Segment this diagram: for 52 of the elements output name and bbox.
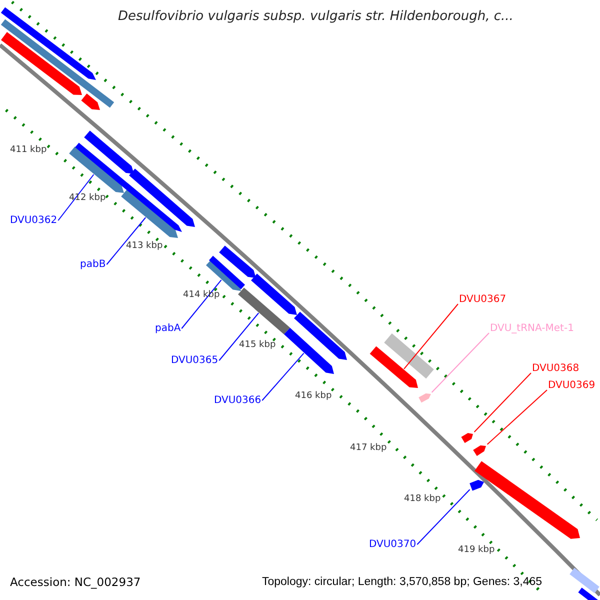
gene-label: pabA: [155, 323, 181, 334]
gene-feature: [418, 393, 431, 403]
scale-label: 417 kbp: [350, 444, 387, 454]
gene-feature: [238, 288, 290, 334]
leader-line: [474, 372, 532, 432]
accession-text: Accession: NC_002937: [10, 576, 141, 589]
leader-line: [181, 279, 222, 329]
gene-feature: [69, 146, 124, 193]
gene-label: pabB: [80, 259, 106, 270]
gene-feature: [0, 7, 96, 80]
gene-feature: [461, 433, 473, 443]
leader-line: [106, 217, 146, 265]
gene-label: DVU0366: [214, 395, 262, 406]
gene-feature: [84, 130, 134, 174]
gene-feature: [219, 246, 256, 278]
gene-feature: [470, 480, 484, 491]
scale-label: 418 kbp: [404, 495, 441, 505]
gene-feature: [473, 445, 486, 456]
gene-feature: [251, 274, 297, 315]
scale-label: 411 kbp: [10, 146, 47, 156]
scale-label: 419 kbp: [458, 546, 495, 556]
map-title: Desulfovibrio vulgaris subsp. vulgaris str. Hildenborough, c...: [118, 10, 514, 24]
gene-feature: [384, 333, 434, 379]
gene-feature: [474, 461, 580, 539]
gene-feature: [284, 328, 334, 374]
gene-label: DVU0369: [548, 380, 596, 391]
gene-feature: [0, 19, 114, 108]
scale-label: 415 kbp: [239, 341, 276, 351]
gene-label: DVU0370: [369, 539, 416, 550]
leader-line: [486, 390, 548, 445]
gene-label: DVU0365: [171, 355, 218, 366]
leader-line: [431, 332, 490, 393]
leader-line: [262, 352, 304, 401]
scale-label: 413 kbp: [126, 242, 163, 252]
gene-feature: [570, 568, 600, 594]
gene-label: DVU0367: [459, 294, 506, 305]
leader-line: [404, 304, 458, 370]
leader-line: [416, 489, 470, 545]
gene-feature: [121, 190, 178, 238]
gene-feature: [294, 312, 347, 360]
scale-label: 416 kbp: [295, 392, 332, 402]
leader-line: [218, 312, 260, 361]
leader-line: [58, 174, 94, 221]
gene-feature: [129, 168, 195, 227]
gene-label: DVU0362: [10, 215, 58, 226]
gene-feature: [1, 32, 82, 95]
gene-label: DVU_tRNA-Met-1: [490, 323, 574, 334]
gene-label: DVU0368: [532, 363, 580, 374]
gene-feature: [578, 588, 599, 600]
gene-feature: [81, 94, 100, 110]
summary-text: Topology: circular; Length: 3,570,858 bp; Genes: 3,465: [262, 576, 542, 589]
gene-feature: [370, 346, 418, 388]
